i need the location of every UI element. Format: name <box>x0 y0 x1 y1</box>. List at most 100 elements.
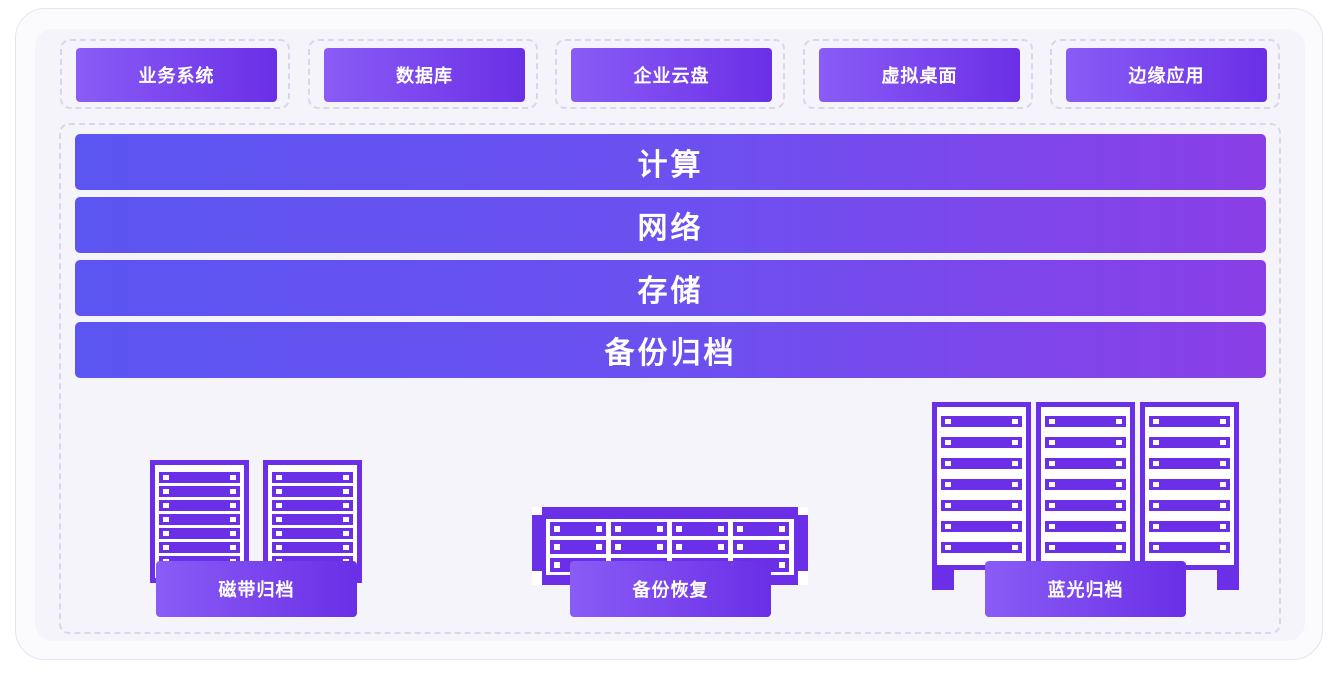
tape-rack-1-slot <box>159 472 240 483</box>
tape-rack-2-slot-led <box>343 517 349 522</box>
optical-rack-2-slot-led <box>1049 461 1055 466</box>
optical-rack-3-slot <box>1149 458 1230 469</box>
tape-rack-2-slot-led <box>343 489 349 494</box>
app-slot-edge: 边缘应用 <box>1050 39 1280 109</box>
tape-rack-1-slot-led <box>230 545 236 550</box>
tape-rack-2-slot-led <box>343 545 349 550</box>
backup-drive-bay <box>672 522 728 536</box>
device-label-backup-recovery: 备份恢复 <box>570 561 771 617</box>
backup-drive-led <box>779 544 785 550</box>
backup-drive-led <box>676 544 682 550</box>
optical-rack-2-slot-led <box>1116 524 1122 529</box>
optical-rack-3-slot <box>1149 479 1230 490</box>
optical-rack-2-slot-led <box>1116 419 1122 424</box>
tape-rack-1-slot-led <box>230 503 236 508</box>
tape-rack-2-slot <box>272 542 353 553</box>
optical-rack-2-slot-led <box>1116 482 1122 487</box>
optical-rack-2-slot <box>1045 416 1126 427</box>
device-label-tape-archive: 磁带归档 <box>156 561 357 617</box>
optical-rack-3-slot-led <box>1153 482 1159 487</box>
tape-rack-1-slot-led <box>230 531 236 536</box>
layer-compute: 计算 <box>75 134 1266 190</box>
optical-rack-1-slot <box>941 542 1022 553</box>
optical-rack-3-slot-led <box>1220 545 1226 550</box>
optical-rack-1-slot-led <box>1012 524 1018 529</box>
backup-drive-led <box>554 544 560 550</box>
tape-rack-2-slot <box>272 528 353 539</box>
tape-rack-1-slot-led <box>163 531 169 536</box>
optical-rack-1-slot-led <box>945 419 951 424</box>
optical-rack-2-slot <box>1045 500 1126 511</box>
backup-drive-bay <box>611 522 667 536</box>
optical-rack-2-slot-led <box>1049 419 1055 424</box>
backup-drive-bay <box>550 522 606 536</box>
optical-rack-2-slot-led <box>1049 503 1055 508</box>
tape-rack-2-slot-led <box>343 531 349 536</box>
app-business-system: 业务系统 <box>76 48 277 102</box>
optical-rack-1-slot <box>941 500 1022 511</box>
optical-library-icon <box>932 402 1239 590</box>
optical-rack-3-slot <box>1149 500 1230 511</box>
optical-rack-1-slot <box>941 479 1022 490</box>
optical-rack-1-slot <box>941 458 1022 469</box>
optical-rack-3-slot-led <box>1220 419 1226 424</box>
optical-rack-1-slot <box>941 416 1022 427</box>
backup-drive-led <box>718 544 724 550</box>
optical-rack-1-slot-led <box>1012 440 1018 445</box>
tape-rack-1-slot-led <box>163 489 169 494</box>
optical-rack-3-slot-led <box>1220 503 1226 508</box>
optical-rack-2-slot <box>1045 437 1126 448</box>
backup-drive-bay <box>733 522 789 536</box>
optical-rack-2-slot-led <box>1049 524 1055 529</box>
optical-rack-2-slot-led <box>1116 545 1122 550</box>
backup-drive-led <box>615 544 621 550</box>
tape-rack-1-slot-led <box>163 545 169 550</box>
tape-rack-2-slot-led <box>276 545 282 550</box>
optical-rack-2-slot-led <box>1116 440 1122 445</box>
tape-rack-1-slot-led <box>163 517 169 522</box>
backup-foot-gap <box>798 571 808 585</box>
optical-rack-1-slot-led <box>945 524 951 529</box>
optical-rack-3-slot-led <box>1220 524 1226 529</box>
app-edge-application: 边缘应用 <box>1066 48 1267 102</box>
optical-rack-3-slot <box>1149 542 1230 553</box>
backup-corner-notch <box>532 507 542 515</box>
optical-rack-1-slot-led <box>945 461 951 466</box>
optical-rack-3-slot-led <box>1153 503 1159 508</box>
optical-rack-3-slot-led <box>1153 440 1159 445</box>
optical-foot-left <box>932 568 954 590</box>
tape-rack-1-slot-led <box>163 475 169 480</box>
optical-rack-1-slot-led <box>1012 419 1018 424</box>
tape-rack-2-slot-led <box>276 503 282 508</box>
optical-rack-1-slot-led <box>1012 482 1018 487</box>
backup-drive-led <box>779 562 785 568</box>
backup-drive-led <box>657 526 663 532</box>
optical-rack-2-slot <box>1045 479 1126 490</box>
backup-drive-bay <box>550 540 606 554</box>
tape-rack-1-slot-led <box>230 517 236 522</box>
optical-rack-2-slot <box>1045 458 1126 469</box>
optical-rack-3-slot-led <box>1153 461 1159 466</box>
tape-rack-2-slot <box>272 500 353 511</box>
optical-rack-2-slot-led <box>1049 482 1055 487</box>
optical-rack-1-slot <box>941 437 1022 448</box>
app-database: 数据库 <box>324 48 525 102</box>
optical-rack-1-slot-led <box>945 545 951 550</box>
backup-drive-led <box>554 526 560 532</box>
optical-rack-2-slot-led <box>1049 545 1055 550</box>
tape-rack-2-slot-led <box>343 503 349 508</box>
tape-rack-1-slot <box>159 514 240 525</box>
optical-rack-2-slot-led <box>1116 461 1122 466</box>
tape-rack-2-slot <box>272 472 353 483</box>
optical-rack-1-slot <box>941 521 1022 532</box>
device-label-optical-archive: 蓝光归档 <box>985 561 1186 617</box>
optical-foot-right <box>1217 568 1239 590</box>
tape-rack-1-slot <box>159 486 240 497</box>
backup-drive-led <box>596 526 602 532</box>
backup-drive-bay <box>611 540 667 554</box>
tape-rack-2-slot <box>272 514 353 525</box>
app-slot-cloud-disk: 企业云盘 <box>555 39 785 109</box>
layer-storage: 存储 <box>75 260 1266 316</box>
tape-rack-1-slot-led <box>230 475 236 480</box>
backup-drive-led <box>737 544 743 550</box>
